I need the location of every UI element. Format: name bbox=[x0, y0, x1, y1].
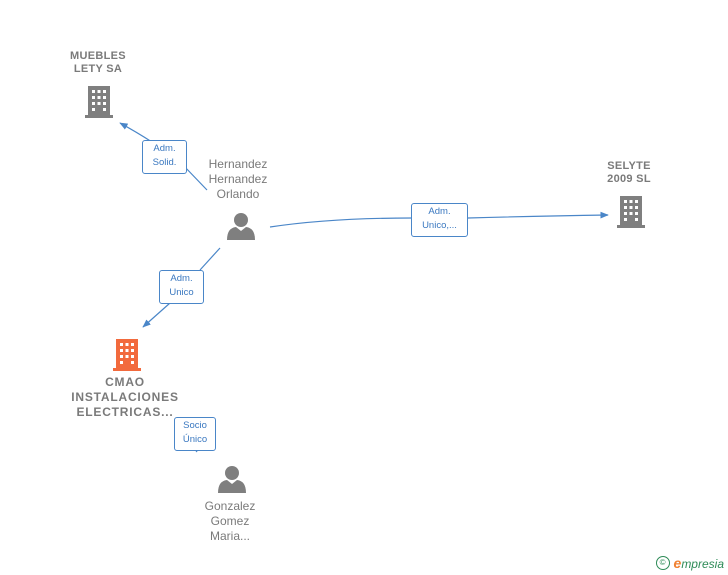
edge-label-adm-solid[interactable]: Adm. Solid. bbox=[142, 140, 187, 174]
node-label-selyte[interactable]: SELYTE 2009 SL bbox=[607, 160, 651, 185]
edge-hernandez-cmao bbox=[143, 247, 221, 327]
person-icon[interactable] bbox=[218, 466, 246, 493]
edge-label-adm-unico-selyte[interactable]: Adm. Unico,... bbox=[411, 203, 468, 237]
building-icon[interactable] bbox=[85, 86, 113, 118]
brand-logo: empresia bbox=[673, 555, 724, 571]
edge-label-adm-unico-cmao[interactable]: Adm. Unico bbox=[159, 270, 204, 304]
node-label-cmao[interactable]: CMAO INSTALACIONES ELECTRICAS... bbox=[71, 375, 179, 419]
edge-label-socio-unico[interactable]: Socio Único bbox=[174, 417, 216, 451]
building-icon[interactable] bbox=[113, 339, 141, 371]
person-icon[interactable] bbox=[227, 213, 255, 240]
node-label-muebles[interactable]: MUEBLES LETY SA bbox=[70, 50, 126, 75]
copyright-icon: © bbox=[655, 556, 670, 570]
node-label-gonzalez[interactable]: Gonzalez Gomez Maria... bbox=[204, 499, 256, 543]
node-label-hernandez[interactable]: Hernandez Hernandez Orlando bbox=[208, 157, 268, 201]
building-icon[interactable] bbox=[617, 196, 645, 228]
footer-brand: © empresia bbox=[655, 555, 724, 571]
